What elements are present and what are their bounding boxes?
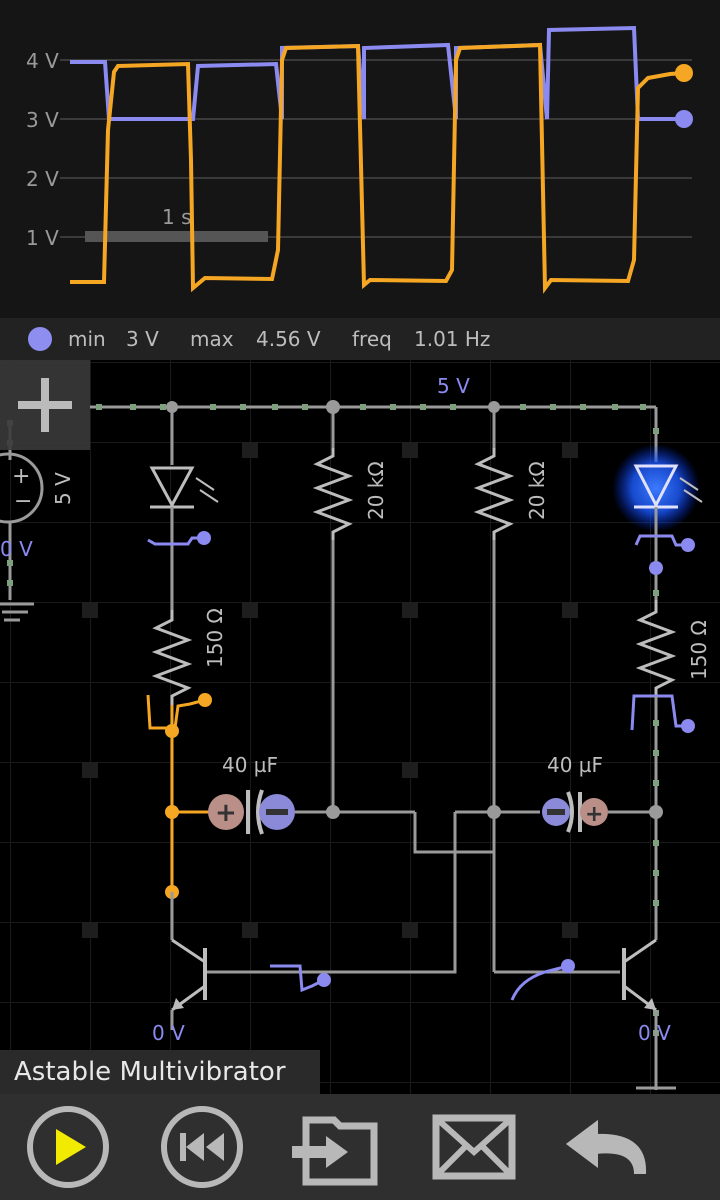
time-scale-label: 1 s [162,205,192,229]
capacitor-left-label: 40 µF [222,753,278,777]
probe-dot[interactable] [681,719,695,733]
grid-background [0,360,720,1095]
freq-value: 1.01 Hz [414,327,491,351]
supply-rail-label: 5 V [437,374,470,398]
resistor-right[interactable] [635,600,677,696]
rewind-button[interactable] [152,1104,252,1190]
current-dots-top [96,404,646,410]
ground-right-label: 0 V [638,1021,671,1045]
capacitor-left[interactable]: + [208,789,295,835]
resistor-mid-left[interactable] [312,448,354,540]
circuit-schematic[interactable]: 5 V + − 5 V 0 V 150 Ω [0,360,720,1095]
rewind-icon [161,1106,243,1188]
play-button[interactable] [18,1104,118,1190]
svg-text:+: + [585,802,603,827]
battery-bottom-label: 0 V [0,537,33,561]
undo-button[interactable] [560,1104,660,1190]
capacitor-right-label: 40 µF [547,753,603,777]
probe-dot[interactable] [681,538,695,552]
trace-orange [70,42,685,294]
resistor-left-label: 150 Ω [203,608,227,668]
max-value: 4.56 V [256,327,321,351]
junction-node [649,805,663,819]
battery-label: 5 V [51,472,75,505]
import-icon [292,1116,378,1186]
y-label-2v: 2 V [26,167,59,191]
probe-trace-orange [146,694,206,730]
probe-trace [510,964,569,1001]
capacitor-right[interactable]: + [542,791,608,833]
probe-dot[interactable] [561,959,575,973]
min-value: 3 V [126,327,159,351]
svg-text:+: + [12,464,30,489]
led-glow [612,444,700,532]
probe-trace [630,694,688,731]
wire [413,812,494,854]
import-button[interactable] [286,1104,386,1190]
resistor-left[interactable] [151,610,193,705]
circuit-title: Astable Multivibrator [0,1050,320,1094]
trace-orange-endpoint [675,64,693,82]
wire [205,812,457,974]
email-button[interactable] [424,1104,524,1190]
time-scale-bar [85,231,268,242]
resistor-mid-right[interactable] [473,448,515,540]
probe-trace [270,964,325,993]
undo-icon [566,1120,647,1174]
grid-markers [82,442,578,938]
min-label: min [68,327,106,351]
ground-left-label: 0 V [152,1021,185,1045]
probe-dot[interactable] [197,531,211,545]
transistor-right[interactable] [622,938,657,1012]
max-label: max [190,327,234,351]
probe-dot[interactable] [317,973,331,987]
probe-dot-orange[interactable] [198,693,212,707]
trace-blue-endpoint [675,110,693,128]
probe-color-dot [28,327,52,351]
trace-blue [70,25,684,121]
oscilloscope-panel[interactable]: 4 V 3 V 2 V 1 V 1 s [0,0,720,318]
circuit-canvas[interactable]: 5 V + − 5 V 0 V 150 Ω [0,360,720,1095]
probe-trace [634,534,688,547]
junction-node-active [165,724,179,738]
resistor-right-label: 150 Ω [687,620,711,680]
svg-text:+: + [215,798,237,828]
y-label-1v: 1 V [26,226,59,250]
measurement-bar: min 3 V max 4.56 V freq 1.01 Hz [0,318,720,360]
resistor-mid-left-label: 20 kΩ [364,461,388,520]
oscilloscope-graph: 4 V 3 V 2 V 1 V 1 s [26,25,693,294]
resistor-mid-right-label: 20 kΩ [525,461,549,520]
transistor-left[interactable] [171,938,207,1012]
svg-text:−: − [14,489,32,514]
probe-trace [147,536,204,546]
plus-icon-vertical [41,378,49,432]
y-label-3v: 3 V [26,108,59,132]
bottom-toolbar [0,1094,720,1200]
y-label-4v: 4 V [26,49,59,73]
led-left[interactable] [149,466,219,509]
email-icon [432,1114,516,1180]
junction-node-probe [649,561,663,575]
play-icon [27,1106,109,1188]
freq-label: freq [352,327,392,351]
add-component-button[interactable] [0,360,90,450]
